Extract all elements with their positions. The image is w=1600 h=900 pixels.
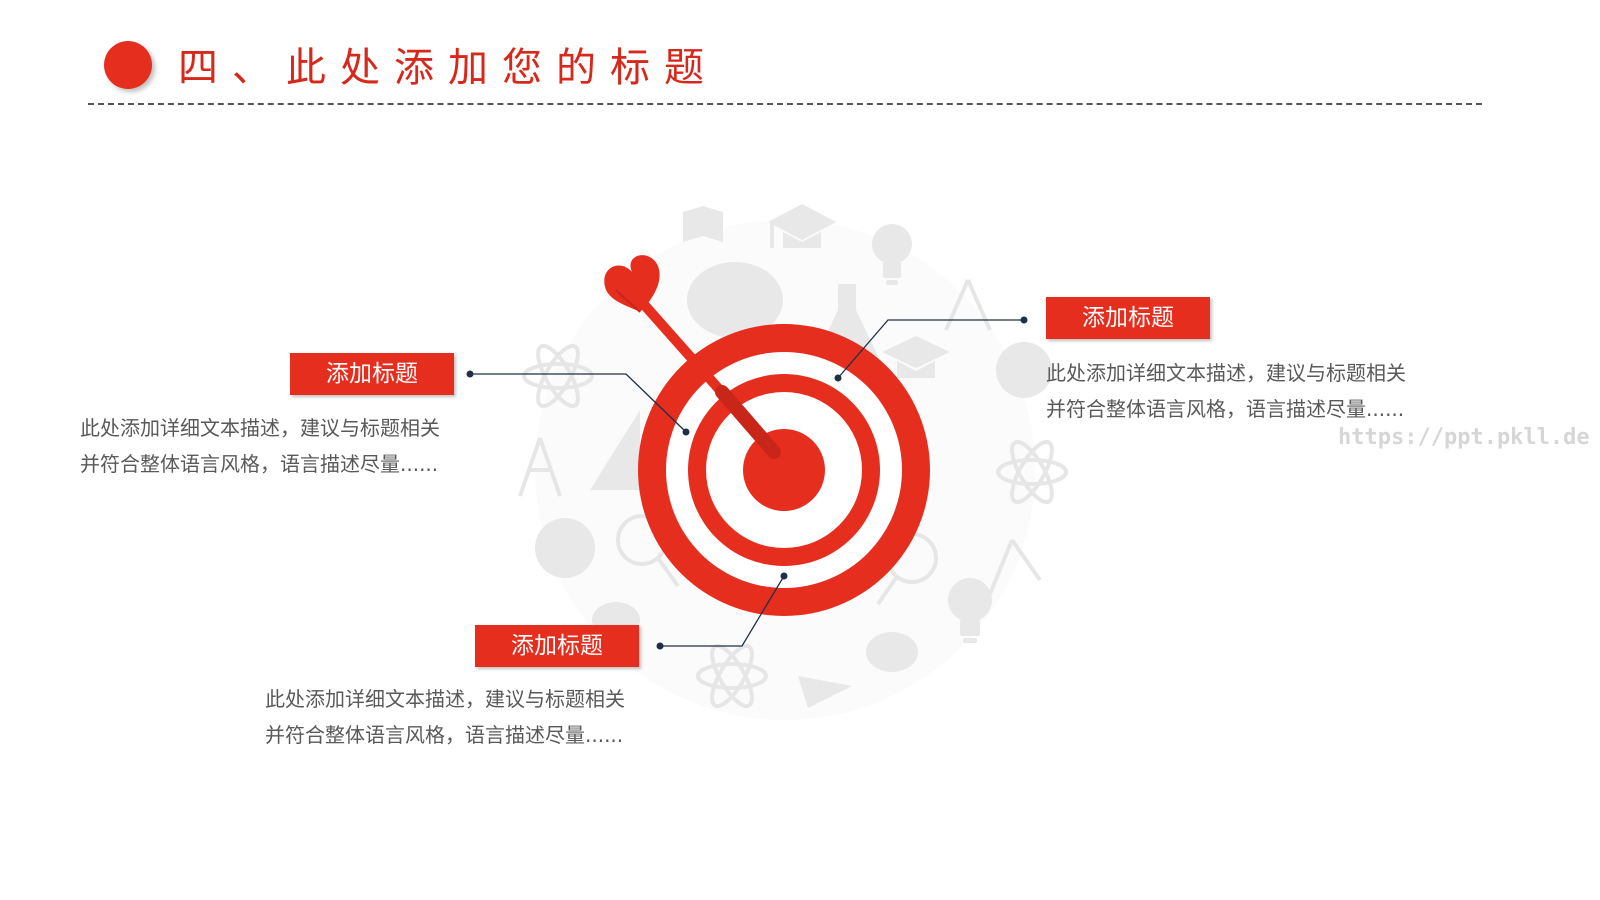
watermark-text: https://ppt.pkll.de: [1338, 425, 1590, 450]
callout-label-left: 添加标题: [290, 353, 454, 395]
connector-dot: [466, 370, 474, 378]
graduation-cap-icon: [882, 336, 950, 378]
page-title: 四、此处添加您的标题: [178, 45, 718, 91]
dart-icon: [604, 255, 785, 463]
callout-label-bottom: 添加标题: [475, 625, 639, 667]
callout-label-right: 添加标题: [1046, 297, 1210, 339]
title-divider: [88, 103, 1482, 105]
target-icon: [638, 324, 930, 616]
connector-dot: [1020, 316, 1028, 324]
compass-icon: [988, 538, 1042, 595]
connector-line-left: [470, 373, 687, 433]
connector-dot: [780, 572, 788, 580]
callout-text-bottom: 此处添加详细文本描述，建议与标题相关并符合整体语言风格，语言描述尽量......: [265, 687, 625, 747]
title-bullet-dot: [104, 41, 152, 89]
connector-line-right: [837, 319, 1024, 379]
ruler-triangle-icon: [798, 676, 852, 708]
callout-text-right: 此处添加详细文本描述，建议与标题相关并符合整体语言风格，语言描述尽量......: [1046, 361, 1406, 421]
connector-dot: [682, 428, 690, 436]
atom-icon: [522, 343, 594, 409]
atom-icon: [996, 439, 1068, 505]
globe-icon: [996, 342, 1052, 398]
atom-icon: [696, 643, 768, 709]
callout-text-left: 此处添加详细文本描述，建议与标题相关并符合整体语言风格，语言描述尽量......: [80, 416, 440, 476]
connector-dot: [834, 374, 842, 382]
lightbulb-icon: [872, 224, 912, 285]
palette-icon: [866, 632, 918, 672]
graduation-cap-icon: [768, 204, 836, 248]
palette-icon: [687, 262, 783, 338]
globe-icon: [535, 518, 595, 578]
compass-icon: [944, 279, 992, 331]
lightbulb-icon: [948, 578, 992, 643]
compass-icon: [518, 437, 562, 497]
connector-line-bottom: [660, 575, 785, 647]
connector-dot: [656, 642, 664, 650]
ruler-triangle-icon: [590, 410, 640, 490]
book-icon: [683, 206, 723, 242]
